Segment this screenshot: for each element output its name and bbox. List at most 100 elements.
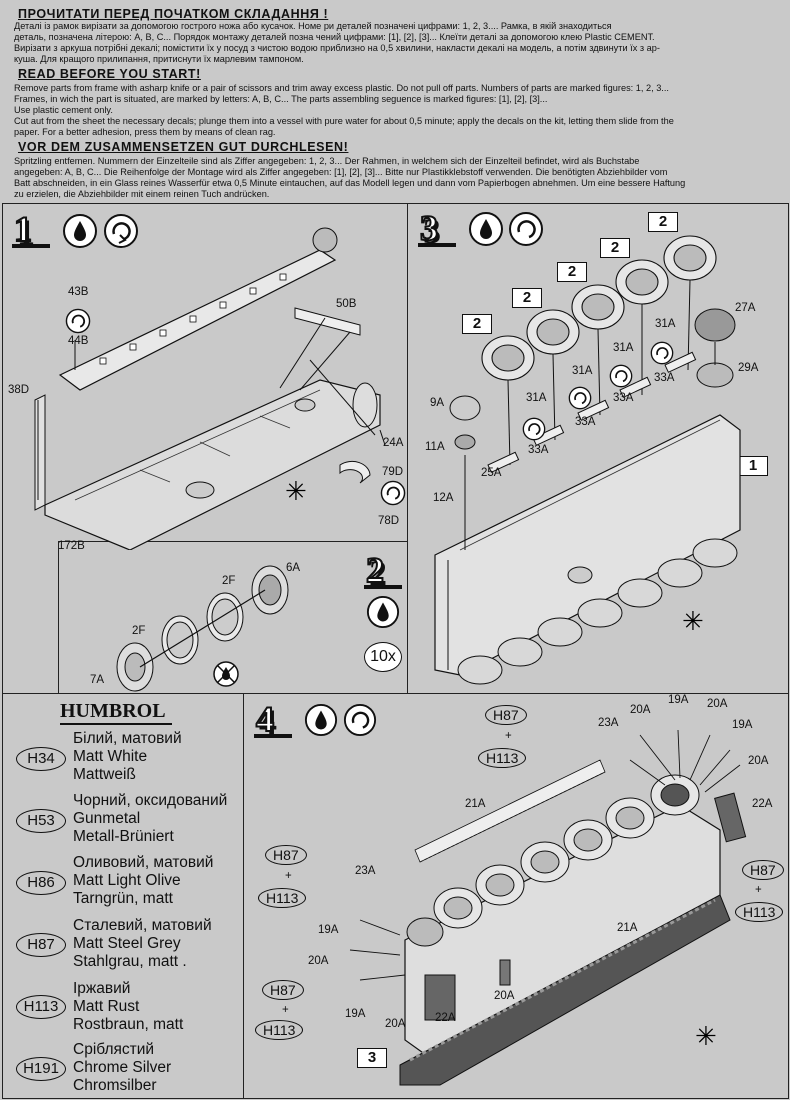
step-2-wheel-drawing <box>116 565 289 692</box>
part-label-79d: 79D <box>382 466 404 478</box>
paint-callout-h87: H87 <box>742 860 784 880</box>
rotate-arrow-icon <box>343 703 377 737</box>
part-label-21a: 21A <box>617 922 638 934</box>
paint-code-h86: H86 <box>16 871 66 895</box>
step-ref-box: 2 <box>512 288 542 308</box>
step-2-number: 2 <box>365 550 385 590</box>
rotate-arrow-icon <box>650 341 674 365</box>
part-label-20a: 20A <box>707 698 728 710</box>
asterisk-symbol: ✳ <box>285 477 307 507</box>
part-label-20a: 20A <box>494 990 515 1002</box>
no-glue-icon <box>213 661 239 687</box>
paint-code-h191: H191 <box>16 1057 66 1081</box>
part-label-33a: 33A <box>613 392 634 404</box>
part-label-20a: 20A <box>385 1018 406 1030</box>
paint-callout-h113: H113 <box>258 888 307 908</box>
part-label-19a: 19A <box>732 719 753 731</box>
rotate-arrow-icon <box>568 386 592 410</box>
plus-sign: + <box>285 870 292 882</box>
de-title: VOR DEM ZUSAMMENSETZEN GUT DURCHLESEN! <box>18 140 349 154</box>
step-ref-box: 2 <box>557 262 587 282</box>
paint-callout-h87: H87 <box>262 980 304 1000</box>
paint-callout-h113: H113 <box>478 748 527 768</box>
paint-callout-h113: H113 <box>735 902 784 922</box>
rotate-arrow-icon <box>509 212 543 246</box>
step-3-suspension-drawing: ✳ <box>434 235 741 685</box>
step-4-underline <box>254 734 292 738</box>
step-4-frame <box>243 693 789 1099</box>
paint-code-h87: H87 <box>16 933 66 957</box>
part-label-19a: 19A <box>318 924 339 936</box>
part-label-6a: 6A <box>286 562 301 574</box>
step-3-number: 3 <box>419 208 439 248</box>
step-1-hull-drawing: ✳ <box>34 227 386 550</box>
glue-drop-icon <box>469 212 503 246</box>
asterisk-symbol: ✳ <box>682 607 704 637</box>
en-line-5: paper. For a better adhesion, press them… <box>14 127 276 137</box>
part-label-29a: 29A <box>738 362 759 374</box>
part-label-31a: 31A <box>655 318 676 330</box>
step-ref-box: 2 <box>648 212 678 232</box>
part-label-20a: 20A <box>308 955 329 967</box>
part-label-50b: 50B <box>336 298 357 310</box>
quantity-badge: 10x <box>364 642 402 672</box>
part-label-2f-b: 2F <box>132 625 146 637</box>
part-label-33a: 33A <box>575 416 596 428</box>
glue-drop-icon <box>63 214 97 248</box>
ua-line-3: Вирізати з аркуша потрібні декалі; поміс… <box>14 43 660 53</box>
ua-line-1: Деталі із рамок вирізати за допомогою го… <box>14 21 612 31</box>
part-label-20a: 20A <box>748 755 769 767</box>
step-4-number: 4 <box>255 699 275 739</box>
ua-line-4: куша. Для кращого прилипання, притиснути… <box>14 54 304 64</box>
part-label-22a: 22A <box>752 798 773 810</box>
step-3-underline <box>418 243 456 247</box>
step-ref-box: 2 <box>462 314 492 334</box>
humbrol-brand: HUMBROL <box>60 700 166 722</box>
part-label-22a: 22A <box>435 1012 456 1024</box>
step-ref-box: 2 <box>600 238 630 258</box>
en-line-3: Use plastic cement only. <box>14 105 113 115</box>
step-1-number: 1 <box>13 209 33 249</box>
step-2-underline <box>364 585 402 589</box>
part-label-25a: 25A <box>481 467 502 479</box>
plus-sign: + <box>505 730 512 742</box>
humbrol-underline <box>60 723 172 725</box>
paint-callout-h87: H87 <box>265 845 307 865</box>
glue-drop-icon <box>304 703 338 737</box>
rotate-arrow-icon <box>522 417 546 441</box>
part-label-19a: 19A <box>668 694 689 706</box>
en-title: READ BEFORE YOU START! <box>18 67 201 81</box>
part-label-38d: 38D <box>8 384 30 396</box>
step-1-underline <box>12 244 50 248</box>
glue-drop-icon <box>366 595 400 629</box>
step-ref-box: 3 <box>357 1048 387 1068</box>
part-label-31a: 31A <box>572 365 593 377</box>
en-line-2: Frames, in wich the part is situated, ar… <box>14 94 548 104</box>
part-label-20a: 20A <box>630 704 651 716</box>
rotate-arrow-icon <box>104 214 138 248</box>
paint-callout-h113: H113 <box>255 1020 304 1040</box>
step-4-track-drawing: ✳ <box>349 729 747 1086</box>
plus-sign: + <box>282 1004 289 1016</box>
paint-code-h113: H113 <box>16 995 66 1019</box>
part-label-31a: 31A <box>526 392 547 404</box>
part-label-12a: 12A <box>433 492 454 504</box>
rotate-arrow-icon <box>65 308 91 334</box>
part-label-7a: 7A <box>90 674 105 686</box>
de-line-2: angegeben: A, B, C... Die Reihenfolge de… <box>14 167 668 177</box>
paint-callout-h87: H87 <box>485 705 527 725</box>
part-label-78d: 78D <box>378 515 400 527</box>
part-label-33a: 33A <box>528 444 549 456</box>
ua-line-2: деталь, позначена літерою: А, В, С... По… <box>14 32 655 42</box>
part-label-172b: 172B <box>58 540 85 552</box>
part-label-44b: 44B <box>68 335 89 347</box>
ua-title: ПРОЧИТАТИ ПЕРЕД ПОЧАТКОМ СКЛАДАННЯ ! <box>18 7 329 21</box>
part-label-19a: 19A <box>345 1008 366 1020</box>
rotate-arrow-icon <box>609 364 633 388</box>
